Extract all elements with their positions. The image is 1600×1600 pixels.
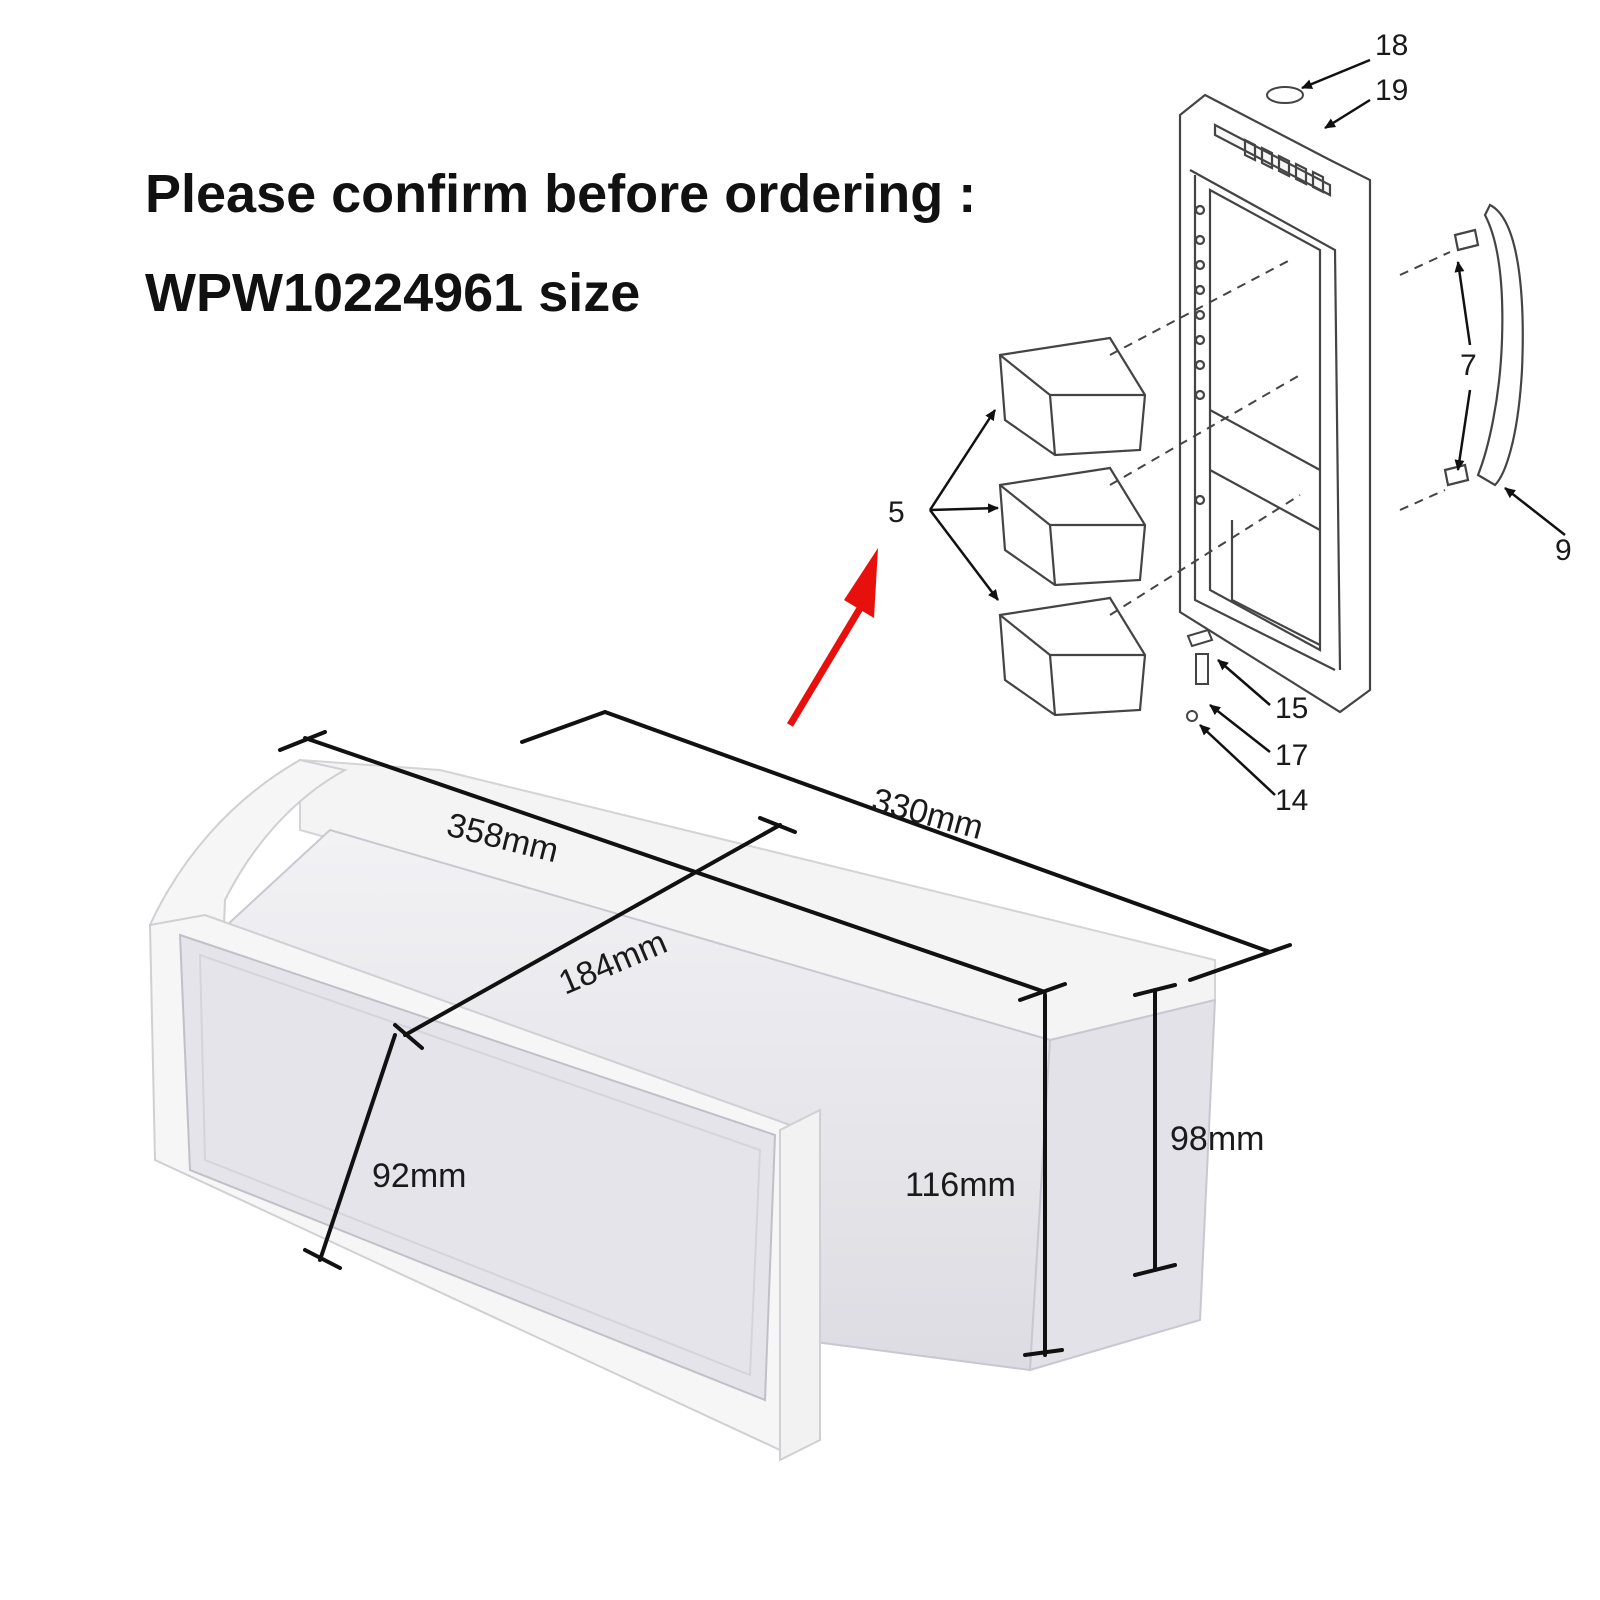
callout-arrows [928,58,1566,796]
door-bin-product [148,758,1217,1462]
callout-7: 7 [1460,349,1477,382]
callout-19: 19 [1375,74,1408,107]
hinge-hardware [1186,86,1304,722]
callout-18: 18 [1375,29,1408,62]
dim-92mm: 92mm [372,1157,466,1195]
door-exploded-diagram [1178,93,1372,714]
door-bin-top [998,336,1147,457]
door-bin-bottom [998,596,1147,717]
dim-98mm: 98mm [1170,1120,1264,1158]
dimension-lines [278,710,1292,1357]
dim-116mm: 116mm [905,1166,1016,1204]
alignment-dashes [1109,251,1451,616]
confirm-heading: Please confirm before ordering : [145,164,977,224]
callout-9: 9 [1555,534,1572,567]
callout-14: 14 [1275,784,1308,817]
dim-330mm: 330mm [868,781,987,847]
door-bin-middle [998,466,1147,587]
door-handle [1443,203,1524,487]
highlight-arrow [786,548,878,727]
callout-17: 17 [1275,739,1308,772]
callout-15: 15 [1275,692,1308,725]
part-size-heading: WPW10224961 size [145,263,641,323]
callout-5: 5 [888,496,905,529]
